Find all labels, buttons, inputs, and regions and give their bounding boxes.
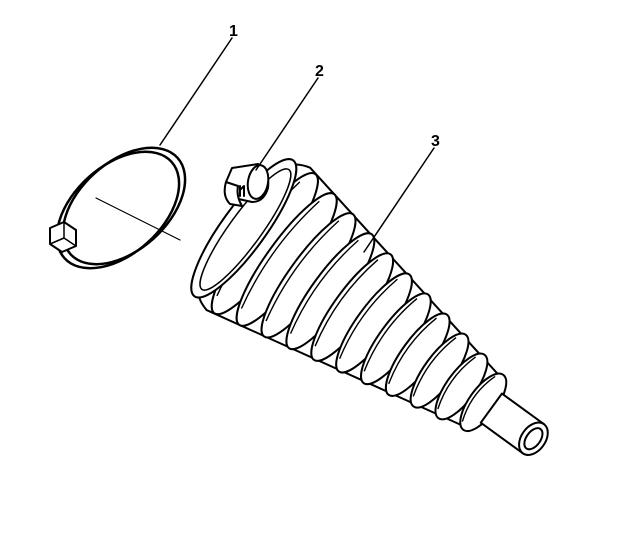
clamp-ear bbox=[49, 221, 77, 253]
callout-label-2: 2 bbox=[315, 63, 324, 80]
boot-rib-shading bbox=[437, 356, 477, 410]
leader-line-2 bbox=[255, 77, 319, 171]
boot-rib-shading bbox=[461, 375, 496, 422]
boot-clamp bbox=[49, 146, 187, 270]
boot-rib-shading bbox=[338, 278, 398, 360]
breather-tube bbox=[223, 163, 270, 207]
boot-large-end bbox=[190, 158, 298, 299]
boot-neck-opening bbox=[518, 421, 549, 456]
boot-convolutions bbox=[210, 172, 508, 433]
leader-line-3 bbox=[363, 147, 435, 253]
callout-label-3: 3 bbox=[431, 133, 440, 150]
boot-rib-shading bbox=[388, 317, 437, 385]
boot-rib-shading bbox=[363, 298, 418, 372]
callout-label-1: 1 bbox=[229, 23, 238, 40]
boot-rib-shading bbox=[314, 259, 379, 347]
boot-rib-shading bbox=[240, 200, 320, 309]
steering-gear-boot bbox=[190, 158, 549, 456]
boot-rib-shading bbox=[289, 239, 359, 334]
leader-line-1 bbox=[159, 37, 233, 146]
assembly-centerline bbox=[95, 197, 181, 241]
boot-rib-shading bbox=[265, 220, 340, 322]
boot-rib-shading bbox=[412, 336, 457, 397]
